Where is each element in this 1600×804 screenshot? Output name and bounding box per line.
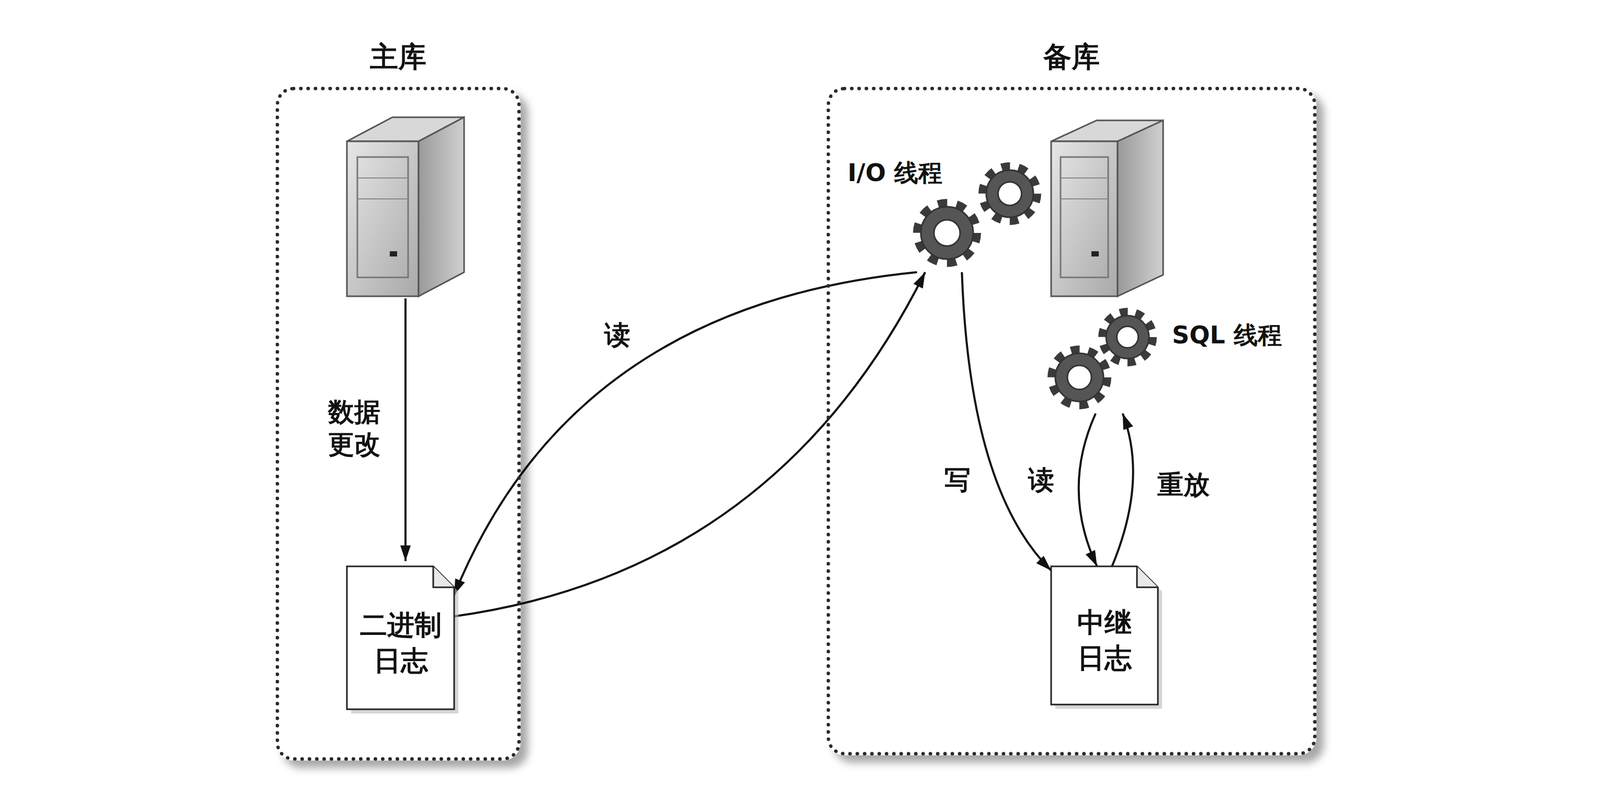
flow-connector [961, 272, 1052, 571]
edge-label: 读 [601, 317, 634, 353]
flow-connector [454, 272, 926, 617]
thread-label: SQL 线程 [1172, 319, 1282, 352]
data-flow-arrow [404, 298, 407, 561]
server-region: 主库二进制 日志 [275, 86, 521, 761]
server-icon [346, 117, 465, 297]
edge-label: 重放 [1154, 467, 1213, 503]
region-heading: 备库 [830, 38, 1313, 77]
thread-gears: SQL 线程 [1046, 306, 1293, 414]
thread-gears: I/O 线程 [847, 151, 1052, 273]
flow-connector [1078, 413, 1098, 567]
flow-connector [454, 272, 918, 595]
log-document: 中继 日志 [1051, 566, 1158, 705]
server-region: 备库I/O 线程SQL 线程中继 日志 [826, 86, 1317, 756]
document-label: 二进制 日志 [346, 591, 455, 684]
document-label: 中继 日志 [1051, 589, 1158, 681]
edge-label: 读 [1024, 462, 1058, 498]
flow-connector [1111, 413, 1133, 567]
note-label: 数据 更改 [319, 394, 389, 463]
log-document: 二进制 日志 [346, 566, 455, 709]
edge-label: 写 [941, 462, 974, 498]
thread-label: I/O 线程 [847, 156, 943, 190]
region-heading: 主库 [279, 38, 517, 77]
server-icon [1051, 120, 1164, 297]
